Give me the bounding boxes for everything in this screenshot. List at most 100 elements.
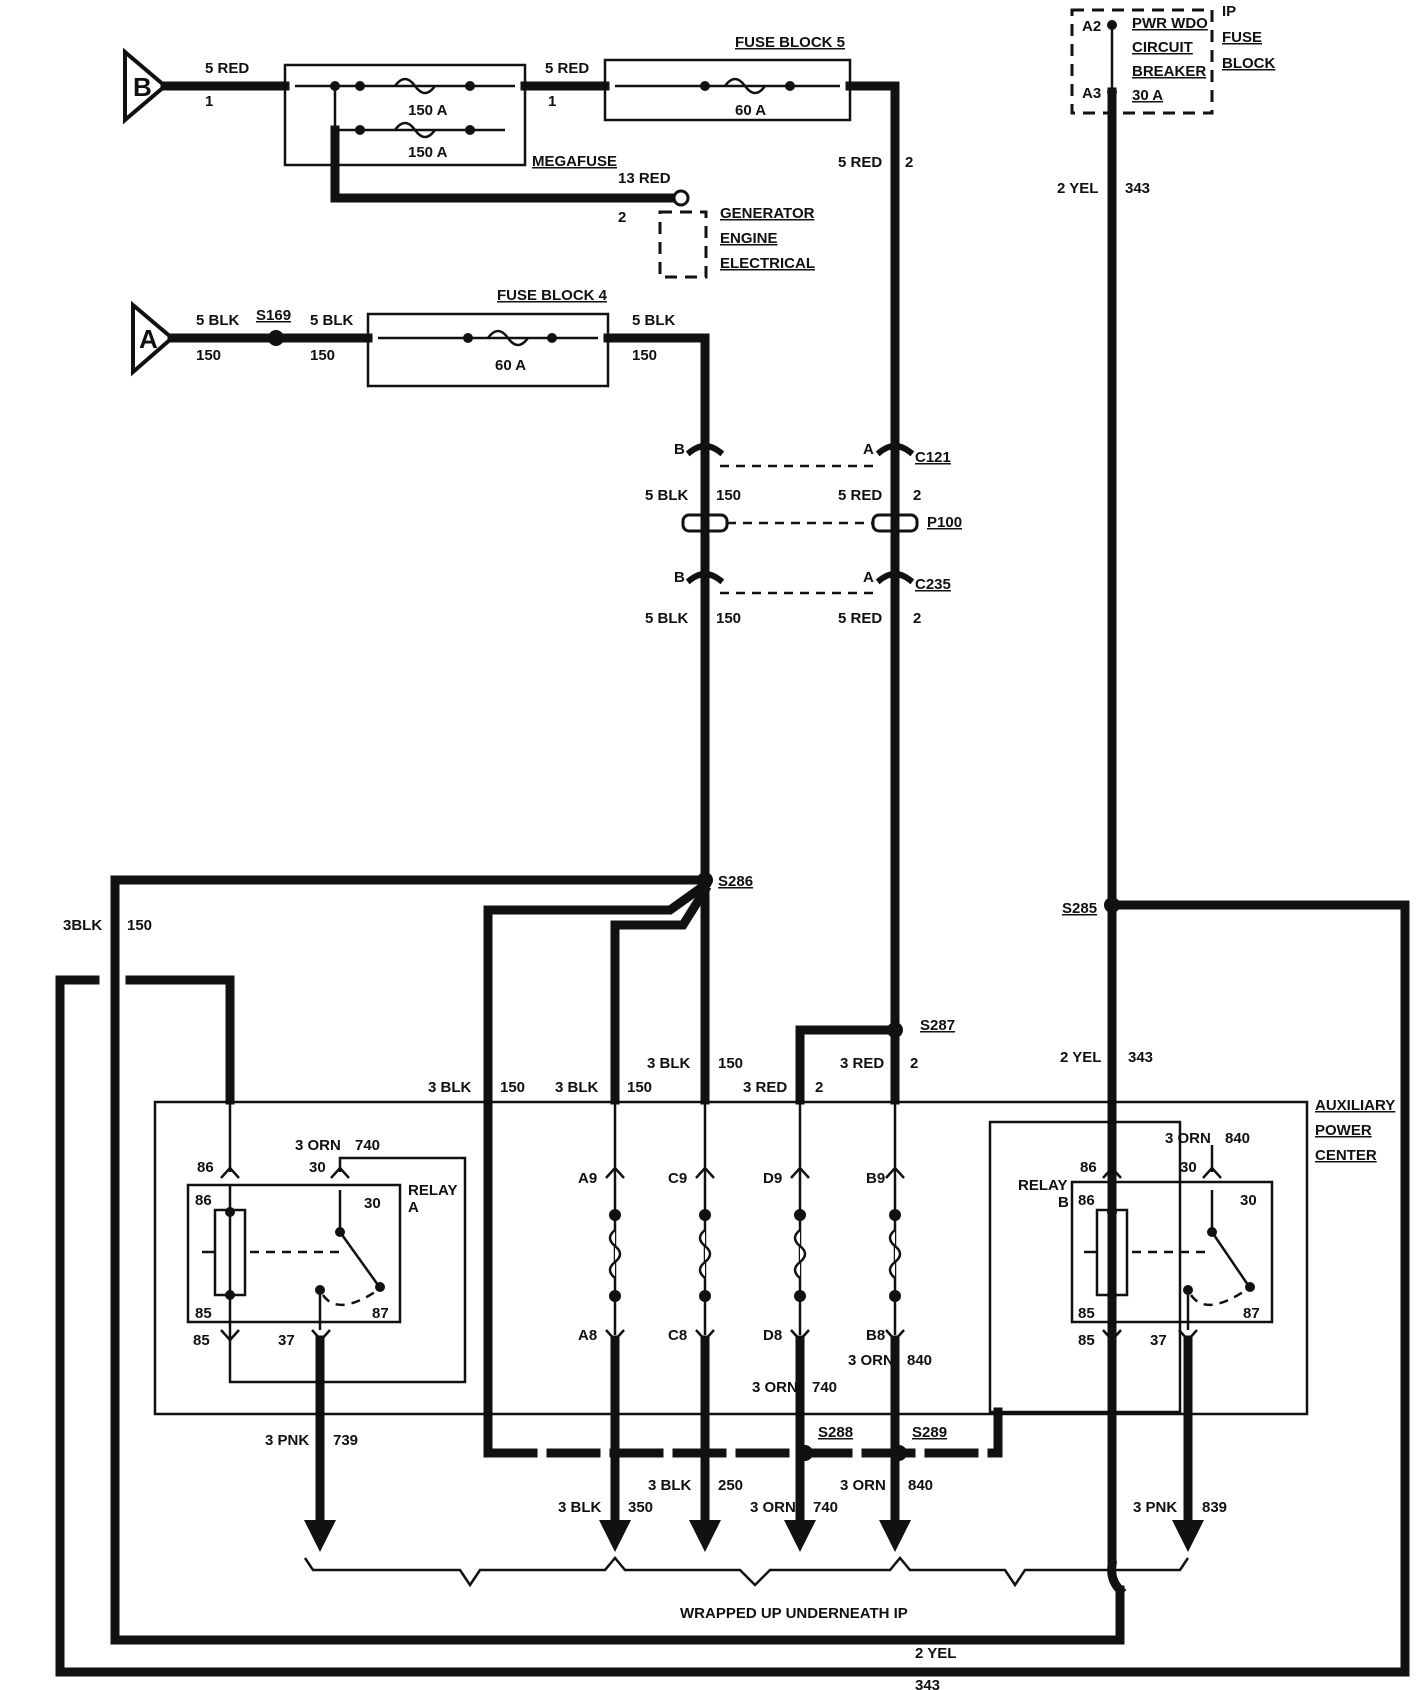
red-d-wire: 3 RED [743, 1079, 787, 1096]
blk3-wire: 3 BLK [647, 1055, 691, 1072]
fuse-block-4: 60 A FUSE BLOCK 4 [366, 287, 610, 388]
output-pnk-839: 3 PNK 839 [1133, 1335, 1227, 1552]
orn-a-wire: 3 ORN [295, 1137, 341, 1154]
fuse-block-5: 60 A FUSE BLOCK 5 [603, 34, 852, 122]
orn-b-wire: 3 ORN [1165, 1130, 1211, 1147]
relay-b-30-inner: 30 [1240, 1192, 1257, 1209]
megafuse-out-wire: 5 RED [545, 60, 589, 77]
relay-b-85-inner: 85 [1078, 1305, 1095, 1322]
relay-b: RELAY B 86 86 85 85 30 30 87 37 3 ORN 84… [988, 1120, 1274, 1414]
cb-line-4: 30 A [1132, 87, 1163, 104]
fuse-block-5-rating: 60 A [735, 102, 766, 119]
relay-a-30-outer: 30 [309, 1159, 326, 1176]
terminal-a: A [131, 300, 176, 377]
pin-d9: D9 [763, 1170, 782, 1187]
wrap-brace [303, 1556, 1190, 1588]
terminal-a-label: A [139, 324, 158, 354]
splice-s289: S289 [912, 1424, 947, 1441]
connector-c235: C235 B A [674, 569, 951, 595]
ip-out-circuit: 343 [1125, 180, 1150, 197]
relay-b-86-inner: 86 [1078, 1192, 1095, 1209]
splice-s286: S286 [718, 873, 753, 890]
p100-label: P100 [927, 514, 962, 531]
out-blk250-wire: 3 BLK [648, 1477, 692, 1494]
relay-a-37: 37 [278, 1332, 295, 1349]
relay-b-87: 87 [1243, 1305, 1260, 1322]
gen-circuit-label: 2 [618, 209, 626, 226]
bottom-yel-wire: 2 YEL [915, 1645, 956, 1662]
a-wire-2: 5 BLK [310, 312, 354, 329]
splice-s285: S285 [1062, 900, 1097, 917]
red-b-circuit: 2 [910, 1055, 918, 1072]
pin-c8: C8 [668, 1327, 687, 1344]
pnk-a-circuit: 739 [333, 1432, 358, 1449]
megafuse-rating-2: 150 A [408, 144, 448, 161]
output-pnk-739: 3 PNK 739 [265, 1335, 358, 1552]
relay-a-85-inner: 85 [195, 1305, 212, 1322]
relay-a: RELAY A 86 86 85 85 30 30 87 37 3 ORN 74… [186, 1100, 467, 1384]
engine-label: ENGINE [720, 230, 778, 247]
pin-b8: B8 [866, 1327, 885, 1344]
left-blk-wire: 3BLK [63, 917, 102, 934]
megafuse-out-circuit: 1 [548, 93, 556, 110]
a-wire-1: 5 BLK [196, 312, 240, 329]
cb-line-3: BREAKER [1132, 63, 1206, 80]
out-orn840-wire: 3 ORN [840, 1477, 886, 1494]
blk2-wire: 3 BLK [555, 1079, 599, 1096]
relay-a-87: 87 [372, 1305, 389, 1322]
output-orn-840: 3 ORN 840 [840, 1335, 933, 1552]
connector-c121: C121 B A [674, 441, 951, 468]
orn-a-circuit: 740 [355, 1137, 380, 1154]
splice-s288: S288 [818, 1424, 853, 1441]
apc-fuse-a: A9 A8 [578, 1100, 625, 1344]
orn-d8-circuit: 740 [812, 1379, 837, 1396]
blk-wire-1: 5 BLK [645, 487, 689, 504]
blk-circuit-2: 150 [716, 610, 741, 627]
blk2-circuit: 150 [627, 1079, 652, 1096]
fuse-block-5-title: FUSE BLOCK 5 [735, 34, 845, 51]
relay-a-30-inner: 30 [364, 1195, 381, 1212]
pin-a3: A3 [1082, 85, 1101, 102]
generator-label: GENERATOR [720, 205, 815, 222]
relay-b-85-outer: 85 [1078, 1332, 1095, 1349]
blk3-circuit: 150 [718, 1055, 743, 1072]
relay-b-30-outer: 30 [1180, 1159, 1197, 1176]
pin-b9: B9 [866, 1170, 885, 1187]
megafuse: 150 A 150 A MEGAFUSE [283, 63, 617, 170]
cb-line-2: CIRCUIT [1132, 39, 1193, 56]
block-label: BLOCK [1222, 55, 1275, 72]
c235-pin-a: A [863, 569, 874, 586]
apc-fuse-c: C9 C8 [668, 1100, 715, 1344]
pin-a8: A8 [578, 1327, 597, 1344]
c235-pin-b: B [674, 569, 685, 586]
b-circuit-label: 1 [205, 93, 213, 110]
orn-b-circuit: 840 [1225, 1130, 1250, 1147]
relay-b-letter: B [1058, 1194, 1069, 1211]
out-blk350-circuit: 350 [628, 1499, 653, 1516]
orn-b8-wire: 3 ORN [848, 1352, 894, 1369]
fb5-out-circuit: 2 [905, 154, 913, 171]
red-circuit-2: 2 [913, 610, 921, 627]
yel-wire: 2 YEL [1060, 1049, 1101, 1066]
ip-label: IP [1222, 3, 1236, 20]
a-circuit-1: 150 [196, 347, 221, 364]
yel-circuit: 343 [1128, 1049, 1153, 1066]
fuse-label: FUSE [1222, 29, 1262, 46]
c235-label: C235 [915, 576, 951, 593]
red-circuit-1: 2 [913, 487, 921, 504]
apc-fuse-b: B9 B8 [866, 1100, 905, 1344]
output-blk-250: 3 BLK 250 [648, 1335, 743, 1552]
ip-fuse-block: A2 A3 PWR WDO CIRCUIT BREAKER 30 A IP FU… [1070, 3, 1275, 115]
electrical-label: ELECTRICAL [720, 255, 815, 272]
red-b-wire: 3 RED [840, 1055, 884, 1072]
a-circuit-3: 150 [632, 347, 657, 364]
fuse-block-4-rating: 60 A [495, 357, 526, 374]
splice-s169: S169 [256, 307, 291, 324]
blk1-circuit: 150 [500, 1079, 525, 1096]
pin-a9: A9 [578, 1170, 597, 1187]
ip-out-wire: 2 YEL [1057, 180, 1098, 197]
apc-fuse-d: D9 D8 [763, 1100, 810, 1344]
out-blk350-wire: 3 BLK [558, 1499, 602, 1516]
wrap-note: WRAPPED UP UNDERNEATH IP [680, 1605, 908, 1622]
